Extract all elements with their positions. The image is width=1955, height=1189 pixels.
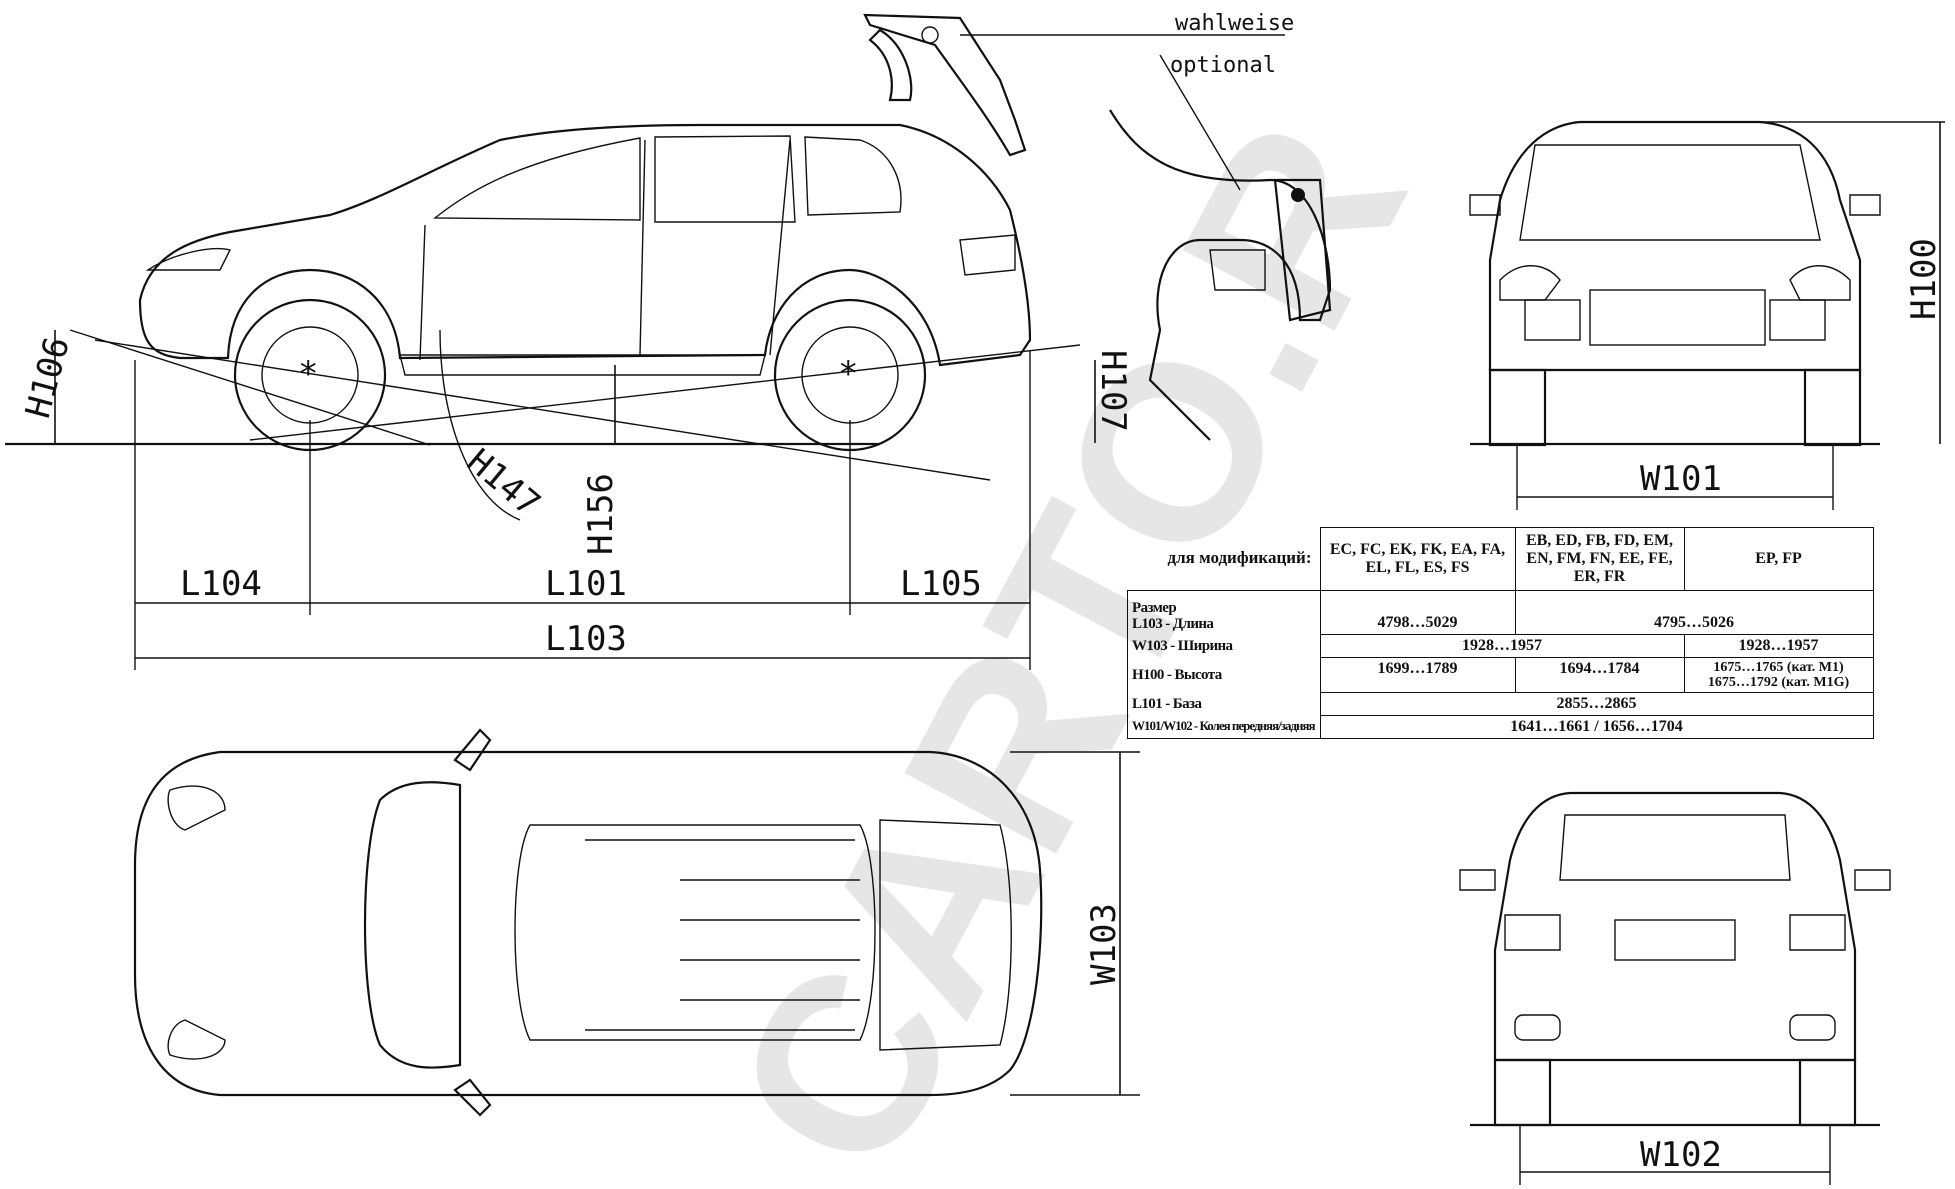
spec-track-label: W101/W102 - Колея передняя/задняя xyxy=(1127,715,1321,739)
spec-width-label: W103 - Ширина xyxy=(1127,634,1321,658)
dim-h156: H156 xyxy=(581,473,621,555)
dim-l103: L103 xyxy=(545,619,627,659)
spec-row-base: L101 - База 2855…2865 xyxy=(1127,692,1874,716)
spec-height-col3-m1g: 1675…1792 (кат. M1G) xyxy=(1707,674,1850,690)
dim-h107: H107 xyxy=(1093,350,1133,432)
spec-col-1: EC, FC, EK, FK, EA, FA, EL, FL, ES, FS xyxy=(1319,527,1516,591)
spec-length-label: Размер L103 - Длина xyxy=(1127,589,1321,635)
spec-width-col3: 1928…1957 xyxy=(1683,634,1874,658)
dim-w103: W103 xyxy=(1084,903,1124,985)
spec-header-label: для модификаций: xyxy=(1167,548,1312,568)
dim-l104: L104 xyxy=(180,564,262,604)
front-view xyxy=(1469,120,1945,510)
spec-length-col23: 4795…5026 xyxy=(1514,589,1874,635)
spec-base-val: 2855…2865 xyxy=(1319,692,1874,716)
spec-height-col3: 1675…1765 (кат. M1) 1675…1792 (кат. M1G) xyxy=(1683,656,1874,694)
spec-length-name: L103 - Длина xyxy=(1132,616,1214,632)
spec-length-col1: 4798…5029 xyxy=(1319,589,1516,635)
svg-text:*: * xyxy=(838,354,858,394)
dim-h100: H100 xyxy=(1904,238,1944,320)
top-view xyxy=(133,728,1140,1117)
spec-row-length: Размер L103 - Длина 4798…5029 4795…5026 xyxy=(1127,589,1874,635)
annotation-wahlweise: wahlweise xyxy=(1175,11,1294,36)
spec-size-label: Размер xyxy=(1132,599,1177,616)
spec-row-height: H100 - Высота 1699…1789 1694…1784 1675…1… xyxy=(1127,656,1874,694)
dim-h147: H147 xyxy=(459,441,547,524)
rear-view xyxy=(1459,791,1891,1185)
spec-track-val: 1641…1661 / 1656…1704 xyxy=(1319,714,1874,739)
annotation-optional: optional xyxy=(1170,53,1276,78)
dim-l105: L105 xyxy=(900,564,982,604)
spec-table: для модификаций: EC, FC, EK, FK, EA, FA,… xyxy=(1127,527,1874,739)
side-view: * * xyxy=(5,123,1096,670)
tailgate-detail xyxy=(863,13,1332,441)
spec-height-col2: 1694…1784 xyxy=(1514,656,1685,694)
dim-w101: W101 xyxy=(1640,459,1722,499)
spec-col-2: EB, ED, FB, FD, EM, EN, FM, FN, EE, FE, … xyxy=(1514,527,1685,591)
spec-height-col3-m1: 1675…1765 (кат. M1) xyxy=(1713,659,1844,675)
spec-base-label: L101 - База xyxy=(1127,692,1321,716)
dim-w102: W102 xyxy=(1640,1135,1722,1175)
spec-col-3: EP, FP xyxy=(1683,527,1874,591)
spec-row-width: W103 - Ширина 1928…1957 1928…1957 xyxy=(1127,634,1874,658)
dim-l101: L101 xyxy=(545,564,627,604)
spec-width-col12: 1928…1957 xyxy=(1319,634,1685,658)
spec-row-track: W101/W102 - Колея передняя/задняя 1641…1… xyxy=(1127,714,1874,739)
spec-header-row: для модификаций: EC, FC, EK, FK, EA, FA,… xyxy=(1128,527,1874,591)
dim-h106: H106 xyxy=(18,333,78,422)
spec-height-label: H100 - Высота xyxy=(1127,657,1321,693)
spec-height-col1: 1699…1789 xyxy=(1319,656,1516,694)
